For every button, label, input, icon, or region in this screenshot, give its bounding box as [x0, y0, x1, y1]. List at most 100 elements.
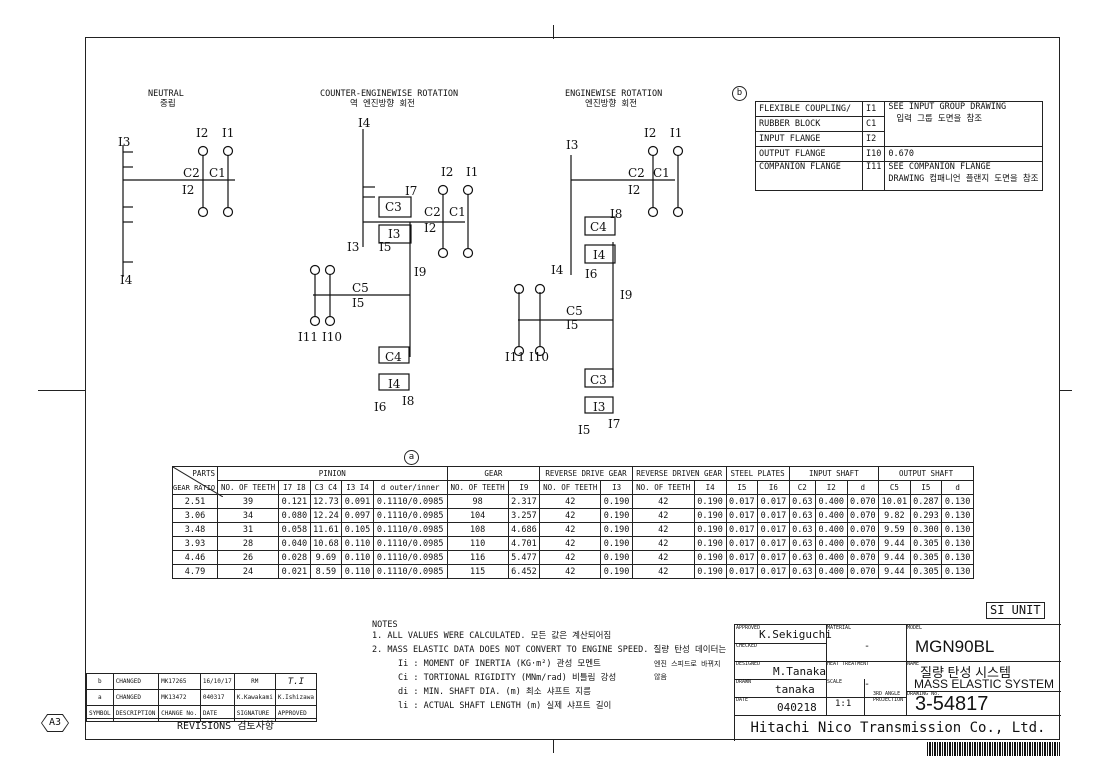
table-cell: 0.190: [693, 564, 727, 579]
label-i11-engine: I11: [505, 350, 526, 364]
table-cell: 0.080: [278, 508, 311, 523]
table-cell: 0.400: [814, 536, 848, 551]
center-mark-right: [1059, 390, 1072, 391]
label-i5b-engine: I5: [578, 423, 591, 437]
table-cell: 34: [216, 508, 280, 523]
ref-part: COMPANION FLANGE: [755, 161, 863, 191]
table-cell: 6.452: [507, 564, 541, 579]
table-cell: 5.477: [507, 550, 541, 565]
revisions-title: REVISIONS 검토사항: [177, 721, 275, 732]
label-i9-engine: I9: [620, 288, 633, 302]
rev-h: APPROVED: [274, 705, 318, 722]
barcode: [927, 742, 1060, 756]
table-cell: 0.300: [909, 522, 943, 537]
table-cell: 39: [216, 494, 280, 509]
table-cell: 98: [446, 494, 509, 509]
label-i3-engine: I3: [566, 138, 579, 152]
table-cell: 0.017: [757, 564, 790, 579]
column-header: I7 I8: [278, 480, 311, 495]
table-cell: 0.017: [757, 522, 790, 537]
gear-ratio-cell: 4.46: [172, 550, 218, 565]
table-cell: 0.190: [693, 536, 727, 551]
label-c3-counter: C3: [385, 200, 402, 214]
table-cell: 0.017: [725, 508, 759, 523]
label-i10-engine: I10: [529, 350, 550, 364]
drawing-name-ko: 질량 탄성 시스템: [920, 665, 1011, 680]
table-cell: 0.400: [814, 522, 848, 537]
ref-part: INPUT FLANGE: [755, 131, 863, 147]
table-cell: 0.63: [788, 522, 816, 537]
drawing-no-label: DRAWING No.: [907, 691, 941, 697]
table-cell: 0.190: [693, 494, 727, 509]
table-cell: 0.070: [846, 494, 880, 509]
si-unit-badge: SI UNIT: [986, 602, 1045, 619]
table-cell: 42: [539, 522, 602, 537]
ref-desc: 0.670: [884, 146, 1043, 162]
ref-sym: I11: [861, 161, 886, 191]
table-cell: 0.1110/0.0985: [372, 564, 448, 579]
table-cell: 42: [631, 550, 695, 565]
drawn-label: DRAWN: [736, 679, 752, 685]
label-c1-neutral: C1: [209, 166, 226, 180]
table-cell: 42: [631, 522, 695, 537]
label-i2b-counter: I2: [424, 221, 437, 235]
table-cell: 10.01: [878, 494, 911, 509]
drawing-number: 3-54817: [915, 693, 989, 715]
approved-label: APPROVED: [736, 625, 761, 631]
label-i2-neutral: I2: [196, 126, 209, 140]
gear-schematic: [122, 129, 684, 414]
table-cell: 0.017: [725, 536, 759, 551]
rev-by: RM: [233, 673, 276, 690]
table-cell: 0.070: [846, 564, 880, 579]
note-2-cont: 않음: [654, 673, 667, 681]
column-header: C5: [878, 480, 911, 495]
table-cell: 4.686: [507, 522, 541, 537]
center-mark-top: [553, 25, 554, 39]
table-cell: 0.130: [941, 522, 974, 537]
table-cell: 9.44: [878, 536, 911, 551]
table-cell: 0.305: [909, 536, 943, 551]
label-i2-engine: I2: [644, 126, 657, 140]
label-i4b-counter: I4: [388, 377, 401, 391]
rev-h: DATE: [199, 705, 235, 722]
table-cell: 42: [539, 564, 602, 579]
divider: [86, 718, 317, 719]
table-cell: 42: [539, 550, 602, 565]
rev-sig: T.I: [274, 673, 318, 690]
column-header: I6: [757, 480, 790, 495]
model-label: MODEL: [907, 625, 923, 631]
label-c4-counter: C4: [385, 350, 402, 364]
table-cell: 0.1110/0.0985: [372, 536, 448, 551]
table-cell: 0.058: [278, 522, 311, 537]
rev-h: SIGNATURE: [233, 705, 276, 722]
gear-ratio-cell: 3.06: [172, 508, 218, 523]
label-i6-engine: I6: [585, 267, 598, 281]
label-c4-engine: C4: [590, 220, 607, 234]
rev-h: SYMBOL: [86, 705, 114, 722]
table-cell: 0.017: [725, 494, 759, 509]
table-cell: 0.017: [725, 564, 759, 579]
marker-b: b: [732, 86, 747, 101]
designed-label: DESIGNED: [736, 661, 761, 667]
table-cell: 0.293: [909, 508, 943, 523]
enginewise-title: ENGINEWISE ROTATION: [565, 89, 663, 99]
table-cell: 108: [446, 522, 509, 537]
gear-ratio-header: GEAR RATIO: [173, 483, 216, 492]
label-i5-counter: I5: [379, 240, 392, 254]
checked-label: CHECKED: [736, 643, 758, 649]
label-i4-neutral: I4: [120, 273, 133, 287]
label-i7-counter: I7: [405, 184, 418, 198]
ref-desc: SEE INPUT GROUP DRAWING: [888, 102, 1007, 112]
note-2: 2. MASS ELASTIC DATA DOES NOT CONVERT TO…: [372, 645, 727, 655]
ref-sym: I10: [861, 146, 886, 162]
label-i2b-neutral: I2: [182, 183, 195, 197]
label-i3-neutral: I3: [118, 135, 131, 149]
table-cell: 4.701: [507, 536, 541, 551]
table-cell: 11.61: [309, 522, 343, 537]
ref-part: RUBBER BLOCK: [755, 116, 863, 132]
table-cell: 0.63: [788, 564, 816, 579]
table-cell: 0.017: [757, 536, 790, 551]
ref-part: FLEXIBLE COUPLING/: [755, 101, 863, 117]
table-cell: 0.190: [693, 550, 727, 565]
